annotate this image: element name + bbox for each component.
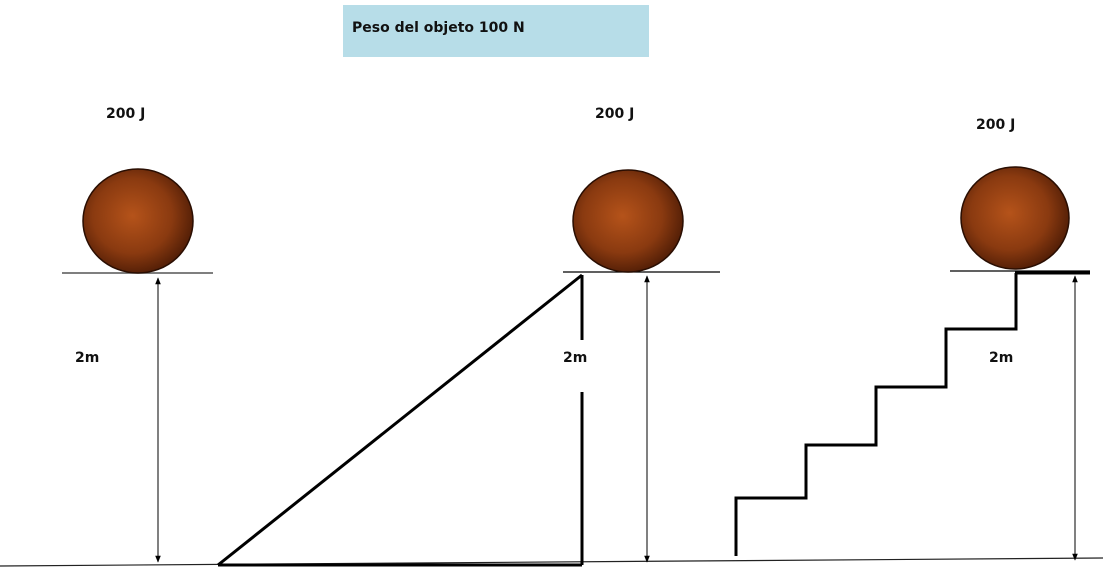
ground-line xyxy=(0,557,1103,567)
ball-3 xyxy=(960,166,1070,270)
energy-label-2: 200 J xyxy=(595,106,635,122)
energy-label-3: 200 J xyxy=(976,117,1016,133)
ball-1 xyxy=(82,168,194,274)
staircase xyxy=(734,273,1018,556)
ramp-slope xyxy=(217,273,583,567)
ball-2 xyxy=(572,169,684,273)
energy-label-1: 200 J xyxy=(106,106,146,122)
height-label-3: 2m xyxy=(989,350,1014,366)
height-label-2: 2m xyxy=(563,350,588,366)
object-weight-label: Peso del objeto 100 N xyxy=(343,5,649,57)
height-label-1: 2m xyxy=(75,350,100,366)
